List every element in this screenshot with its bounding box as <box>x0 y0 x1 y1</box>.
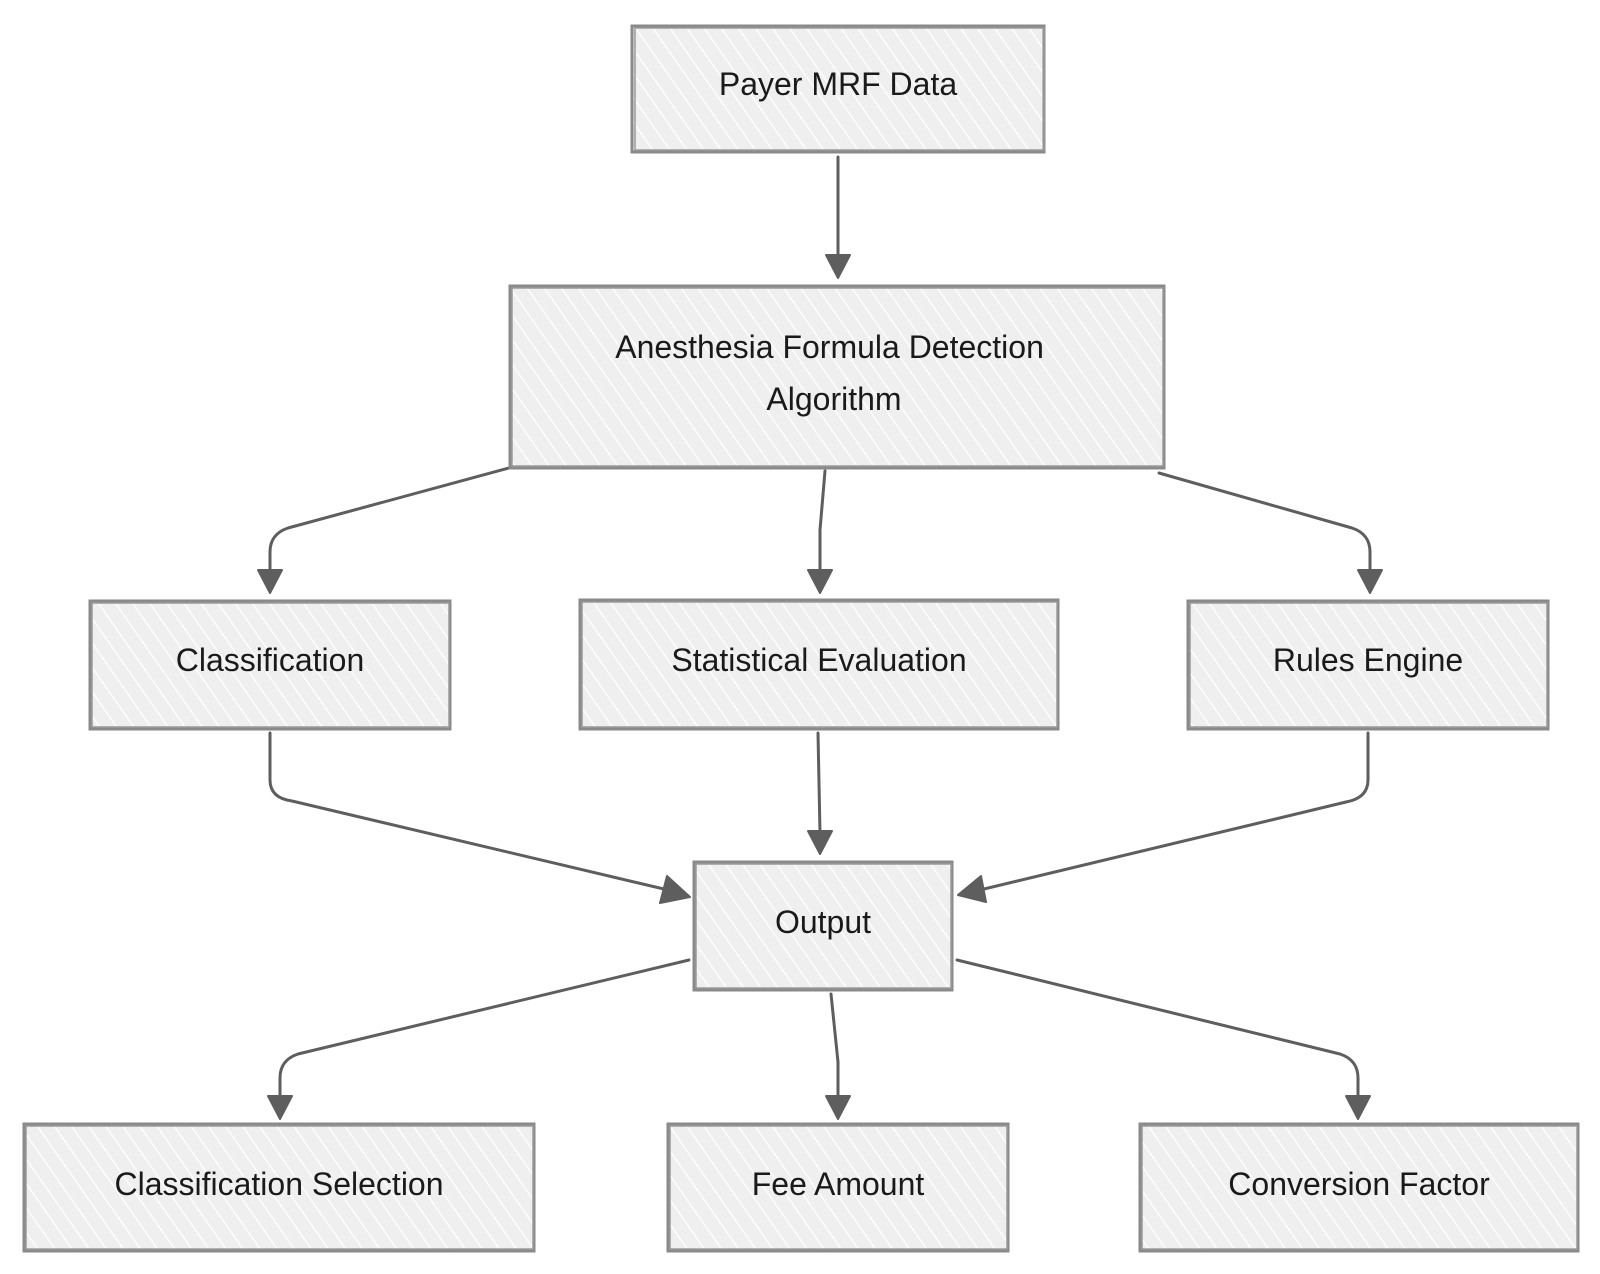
node-statistical-evaluation[interactable]: Statistical Evaluation <box>578 598 1060 731</box>
edge-algorithm-to-statistical <box>807 469 833 594</box>
node-label: Rules Engine <box>1273 642 1463 678</box>
node-label: Conversion Factor <box>1228 1166 1490 1202</box>
svg-text:Anesthesia Formula Detection: Anesthesia Formula Detection Algorithm <box>615 329 1053 417</box>
edge-statistical-to-output <box>807 731 833 855</box>
node-classification[interactable]: Classification <box>88 599 452 731</box>
edge-output-to-conversion-factor <box>955 958 1371 1120</box>
node-label-line-1: Anesthesia Formula Detection <box>615 329 1044 365</box>
svg-text:Statistical Evaluation: Statistical Evaluation <box>671 642 966 678</box>
svg-text:Payer MRF Data: Payer MRF Data <box>719 66 957 102</box>
node-label: Output <box>775 904 871 940</box>
node-rules-engine[interactable]: Rules Engine <box>1186 599 1550 731</box>
node-label: Classification <box>176 642 365 678</box>
node-label: Classification Selection <box>114 1166 443 1202</box>
edge-algorithm-to-rules <box>1157 471 1383 594</box>
edges <box>257 155 1383 1120</box>
svg-text:Classification Selection: Classification Selection <box>114 1166 443 1202</box>
svg-text:Conversion Factor: Conversion Factor <box>1228 1166 1490 1202</box>
nodes: Payer MRF Data Anesthesia Formula Detect… <box>22 24 1580 1253</box>
node-fee-amount[interactable]: Fee Amount <box>666 1122 1010 1253</box>
svg-text:Classification: Classification <box>176 642 365 678</box>
edge-output-to-classification-selection <box>267 958 691 1120</box>
svg-text:Output: Output <box>775 904 871 940</box>
svg-text:Rules Engine: Rules Engine <box>1273 642 1463 678</box>
edge-payer-to-algorithm <box>825 155 851 279</box>
edge-output-to-fee-amount <box>825 992 851 1120</box>
node-payer-mrf-data[interactable]: Payer MRF Data <box>630 24 1046 154</box>
edge-algorithm-to-classification <box>257 466 511 594</box>
node-label-line-2: Algorithm <box>766 381 901 417</box>
node-label: Payer MRF Data <box>719 66 957 102</box>
edge-classification-to-output <box>268 731 691 904</box>
svg-text:Fee Amount: Fee Amount <box>752 1166 925 1202</box>
node-classification-selection[interactable]: Classification Selection <box>22 1122 536 1253</box>
node-label: Fee Amount <box>752 1166 925 1202</box>
node-label: Statistical Evaluation <box>671 642 966 678</box>
edge-rules-to-output <box>957 731 1370 903</box>
node-detection-algorithm[interactable]: Anesthesia Formula Detection Algorithm <box>508 284 1166 470</box>
node-output[interactable]: Output <box>692 860 954 992</box>
node-conversion-factor[interactable]: Conversion Factor <box>1138 1122 1580 1253</box>
